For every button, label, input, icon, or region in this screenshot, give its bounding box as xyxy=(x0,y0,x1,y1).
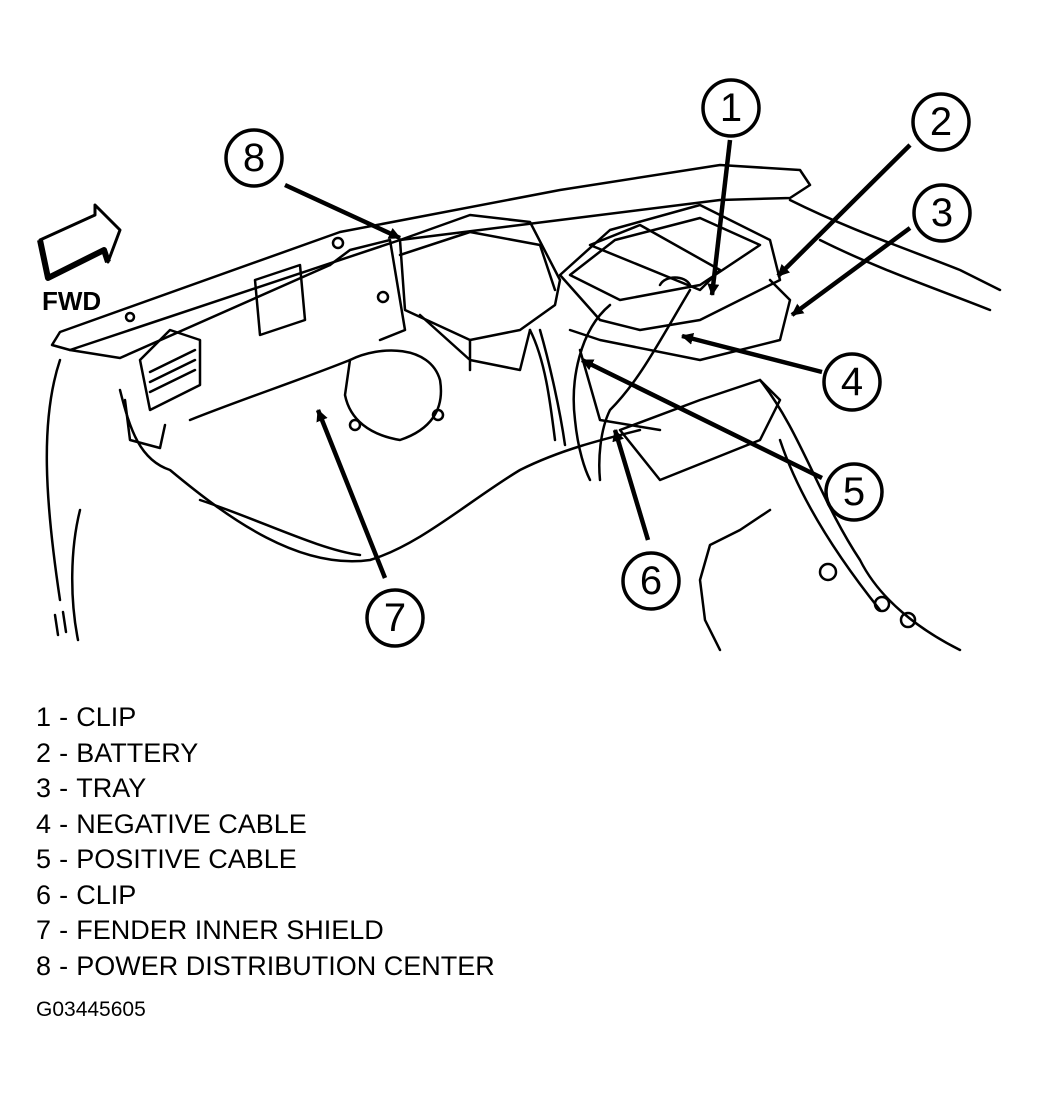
inner-shield-flange xyxy=(188,358,362,557)
callout-circle-5 xyxy=(824,462,884,522)
wheel-opening-edge xyxy=(138,328,202,412)
mount-hole xyxy=(376,290,390,304)
frame-bracket xyxy=(618,378,782,482)
callout-number-1: 1 xyxy=(720,86,742,130)
leader-4 xyxy=(681,332,823,375)
fender-rail-lower xyxy=(68,263,332,360)
callout-number-4: 4 xyxy=(841,360,863,404)
callout-number-7: 7 xyxy=(384,596,406,640)
legend-item: 2-BATTERY xyxy=(36,736,495,772)
battery-hold-down xyxy=(588,223,722,292)
body-pillar xyxy=(328,238,407,342)
callout-number-5: 5 xyxy=(843,470,865,514)
fender-outer xyxy=(45,358,82,642)
battery-installation-diagram: FWD 1 2 3 4 5 6 7 8 xyxy=(37,78,1002,652)
legend-number: 7 xyxy=(36,915,52,945)
legend-item: 5-POSITIVE CABLE xyxy=(36,842,495,878)
legend-item: 6-CLIP xyxy=(36,878,495,914)
callout-circles xyxy=(224,78,972,648)
callout-number-6: 6 xyxy=(640,559,662,603)
callout-circle-2 xyxy=(911,92,971,152)
callout-circle-6 xyxy=(621,551,681,611)
fwd-indicator: FWD xyxy=(37,203,122,316)
fwd-label: FWD xyxy=(42,286,101,316)
fwd-arrow-icon xyxy=(38,203,122,280)
figure-id: G03445605 xyxy=(36,998,146,1021)
pillar-window xyxy=(253,263,307,337)
inner-shield-hump xyxy=(343,349,443,442)
wiring-lead xyxy=(698,508,772,652)
legend-number: 3 xyxy=(36,773,52,803)
leader-lines xyxy=(284,139,912,579)
legend-label: NEGATIVE CABLE xyxy=(76,808,307,839)
legend-number: 2 xyxy=(36,737,52,768)
leader-6 xyxy=(612,429,651,541)
mount-hole xyxy=(899,611,917,629)
leader-8 xyxy=(284,182,401,241)
legend-item: 3-TRAY xyxy=(36,771,495,807)
legend-number: 8 xyxy=(36,950,52,981)
mount-hole xyxy=(124,311,136,323)
leader-7 xyxy=(315,409,388,579)
callout-number-2: 2 xyxy=(930,100,952,144)
legend-label: FENDER INNER SHIELD xyxy=(76,915,384,945)
legend-item: 8-POWER DISTRIBUTION CENTER xyxy=(36,949,495,985)
line-art xyxy=(45,163,1002,652)
callout-numbers: 1 2 3 4 5 6 7 8 xyxy=(243,86,953,640)
legend-label: TRAY xyxy=(76,773,147,803)
leader-1 xyxy=(707,139,733,296)
legend-number: 6 xyxy=(36,879,52,910)
callout-number-3: 3 xyxy=(931,191,953,235)
battery-body xyxy=(558,203,782,332)
legend-label: CLIP xyxy=(76,879,137,910)
legend-item: 1-CLIP xyxy=(36,700,495,736)
legend-separator: - xyxy=(59,844,69,874)
callout-number-8: 8 xyxy=(243,136,265,180)
legend-number: 1 xyxy=(36,702,52,732)
mount-hole xyxy=(818,562,838,582)
legend-label: POSITIVE CABLE xyxy=(76,844,297,874)
pdc-lid-ridge xyxy=(398,230,557,292)
cable-negative xyxy=(598,288,692,482)
callout-circle-7 xyxy=(365,588,425,648)
fender-bracket xyxy=(53,398,167,637)
legend-separator: - xyxy=(59,915,69,945)
legend-item: 7-FENDER INNER SHIELD xyxy=(36,913,495,949)
cable-harness xyxy=(528,328,567,447)
inner-shield-outline xyxy=(118,388,642,563)
legend-number: 5 xyxy=(36,844,52,874)
callout-circle-1 xyxy=(701,78,761,138)
mount-hole xyxy=(873,595,891,613)
wheel-opening-lines xyxy=(148,348,197,394)
cowl-panel xyxy=(788,198,1002,312)
battery-top xyxy=(568,216,762,302)
legend-separator: - xyxy=(59,808,69,839)
legend-label: POWER DISTRIBUTION CENTER xyxy=(76,950,495,981)
legend-number: 4 xyxy=(36,808,52,839)
legend-separator: - xyxy=(59,773,69,803)
mount-hole xyxy=(331,236,345,250)
legend-separator: - xyxy=(59,702,69,732)
legend-label: CLIP xyxy=(76,702,137,732)
legend-label: BATTERY xyxy=(76,737,199,768)
leader-3 xyxy=(790,226,912,317)
callout-circle-8 xyxy=(224,128,284,188)
battery-post xyxy=(658,276,692,287)
fwd-arrow-shade xyxy=(37,239,111,281)
legend-separator: - xyxy=(59,950,69,981)
legend-item: 4-NEGATIVE CABLE xyxy=(36,807,495,843)
legend-separator: - xyxy=(59,737,69,768)
cable-positive xyxy=(572,303,612,482)
leader-5 xyxy=(581,357,823,481)
leader-2 xyxy=(776,143,912,278)
parts-legend: 1-CLIP 2-BATTERY 3-TRAY 4-NEGATIVE CABLE… xyxy=(36,700,495,984)
mount-hole xyxy=(348,418,362,432)
pdc-base xyxy=(418,313,532,372)
callout-circle-4 xyxy=(822,352,882,412)
mount-hole xyxy=(431,408,445,422)
callout-circle-3 xyxy=(912,183,972,243)
legend-separator: - xyxy=(59,879,69,910)
